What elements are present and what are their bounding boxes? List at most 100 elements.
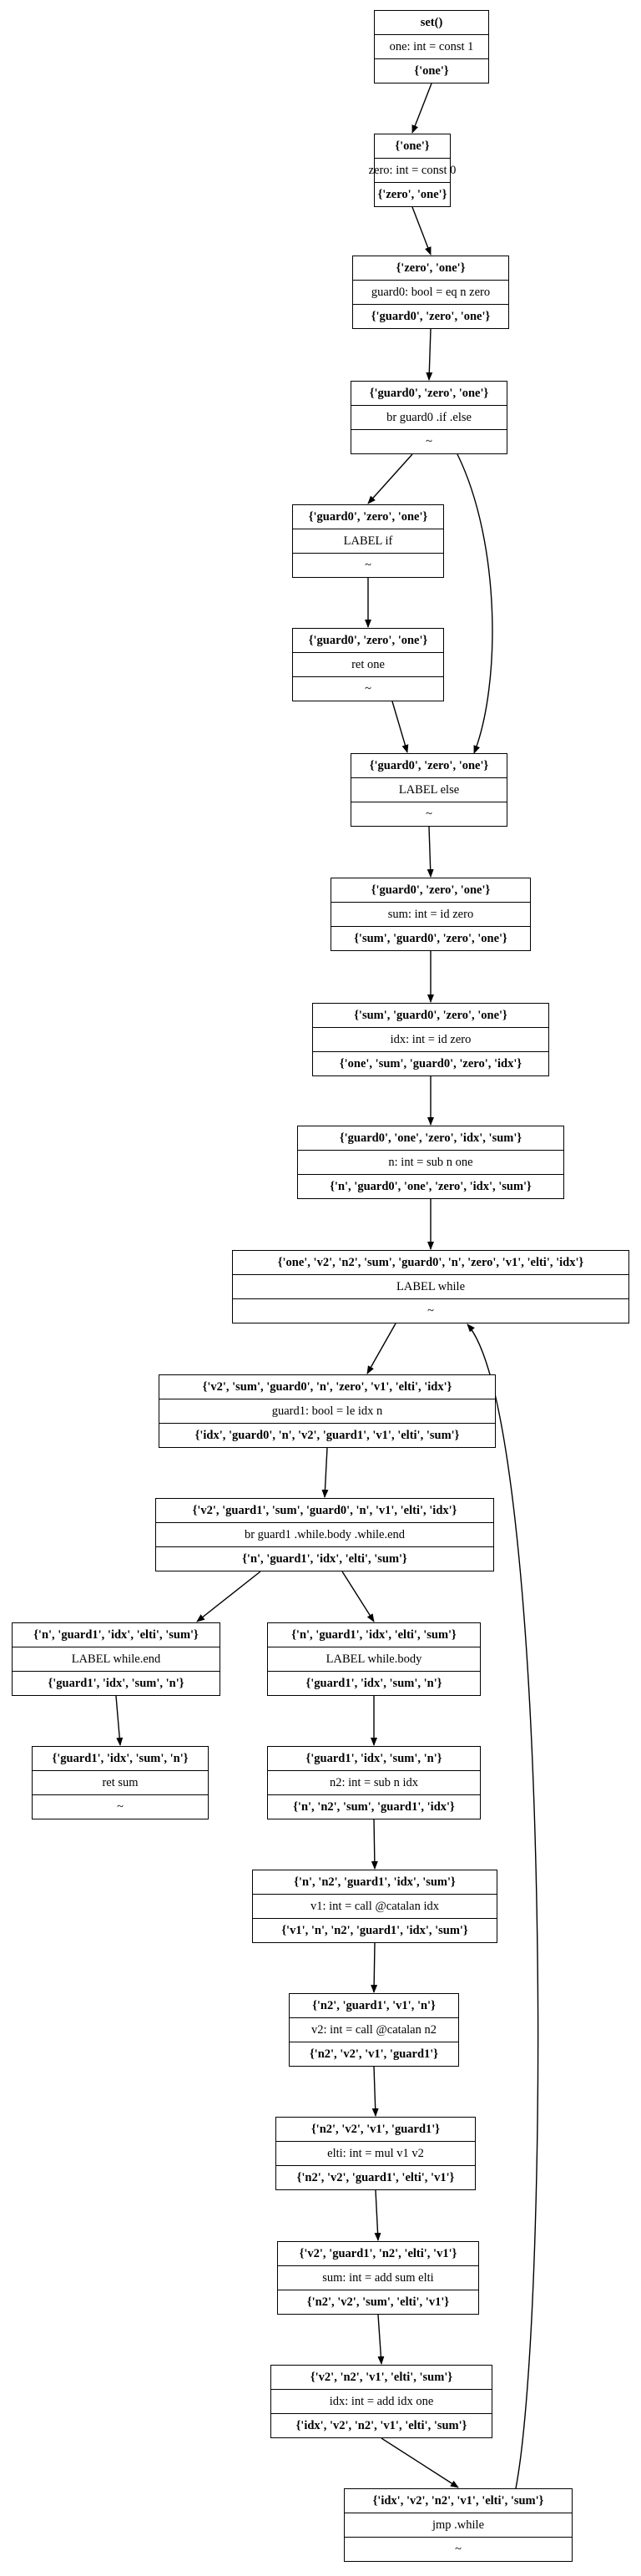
- node-live-in: {'guard0', 'zero', 'one'}: [308, 633, 428, 647]
- node-live-out: ~: [293, 553, 443, 577]
- edge-n21-to-n22: [381, 2437, 459, 2488]
- edge-n17-to-n18: [371, 1942, 378, 1993]
- node-live-out: ~: [293, 676, 443, 701]
- node-instruction: jmp .while: [345, 2513, 572, 2537]
- cfg-node-n0: set() one: int = const 1{'one'}: [374, 10, 489, 84]
- node-instruction: elti: int = mul v1 v2: [276, 2141, 475, 2165]
- node-instruction: n2: int = sub n idx: [268, 1770, 480, 1794]
- node-instruction: one: int = const 1: [375, 34, 488, 58]
- node-live-out: ~: [351, 802, 507, 826]
- node-live-in: {'v2', 'sum', 'guard0', 'n', 'zero', 'v1…: [202, 1379, 452, 1394]
- node-instruction: idx: int = id zero: [313, 1027, 548, 1051]
- node-live-out: {'n2', 'v2', 'v1', 'guard1'}: [290, 2042, 458, 2066]
- node-live-out: {'idx', 'v2', 'n2', 'v1', 'elti', 'sum'}: [271, 2413, 492, 2437]
- node-instruction: ret sum: [33, 1770, 208, 1794]
- cfg-node-n17: {'n', 'n2', 'guard1', 'idx', 'sum'} v1: i…: [252, 1870, 497, 1943]
- cfg-node-n22: {'idx', 'v2', 'n2', 'v1', 'elti', 'sum'}…: [344, 2488, 573, 2562]
- cfg-node-n11: {'v2', 'sum', 'guard0', 'n', 'zero', 'v1…: [159, 1374, 496, 1448]
- edge-n5-to-n6: [391, 701, 409, 753]
- node-live-out: ~: [345, 2537, 572, 2561]
- cfg-node-n21: {'v2', 'n2', 'v1', 'elti', 'sum'}idx: in…: [270, 2365, 492, 2438]
- node-live-out: {'one', 'sum', 'guard0', 'zero', 'idx'}: [313, 1051, 548, 1075]
- node-live-in: {'v2', 'guard1', 'n2', 'elti', 'v1'}: [299, 2246, 457, 2260]
- node-instruction: sum: int = id zero: [331, 902, 530, 926]
- node-live-in: {'n2', 'v2', 'v1', 'guard1'}: [310, 2122, 441, 2136]
- edge-n12-to-n13: [196, 1571, 261, 1622]
- node-live-in: {'guard1', 'idx', 'sum', 'n'}: [52, 1751, 189, 1765]
- node-instruction: v2: int = call @catalan n2: [290, 2017, 458, 2042]
- node-instruction: br guard1 .while.body .while.end: [156, 1522, 493, 1546]
- edge-n10-to-n11: [366, 1323, 396, 1374]
- node-live-out: {'guard1', 'idx', 'sum', 'n'}: [13, 1671, 220, 1695]
- node-live-in: {'guard0', 'zero', 'one'}: [308, 509, 428, 524]
- node-instruction: LABEL else: [351, 777, 507, 802]
- cfg-node-n15: {'guard1', 'idx', 'sum', 'n'} ret sum~: [32, 1746, 209, 1819]
- node-live-out: {'one'}: [375, 58, 488, 83]
- node-instruction: zero: int = const 0: [369, 158, 456, 182]
- cfg-node-n7: {'guard0', 'zero', 'one'}sum: int = id z…: [331, 878, 531, 951]
- node-live-in: {'v2', 'guard1', 'sum', 'guard0', 'n', '…: [192, 1503, 457, 1517]
- node-live-in: {'n', 'n2', 'guard1', 'idx', 'sum'}: [294, 1875, 456, 1889]
- node-live-in: {'guard0', 'one', 'zero', 'idx', 'sum'}: [339, 1131, 522, 1145]
- cfg-node-n2: {'zero', 'one'} guard0: bool = eq n zero{…: [352, 256, 509, 329]
- cfg-node-n10: {'one', 'v2', 'n2', 'sum', 'guard0', 'n'…: [232, 1250, 629, 1323]
- edge-n11-to-n12: [321, 1447, 329, 1498]
- node-live-in: {'v2', 'n2', 'v1', 'elti', 'sum'}: [310, 2370, 453, 2384]
- cfg-node-n12: {'v2', 'guard1', 'sum', 'guard0', 'n', '…: [155, 1498, 494, 1571]
- node-live-out: {'sum', 'guard0', 'zero', 'one'}: [331, 926, 530, 950]
- cfg-node-n9: {'guard0', 'one', 'zero', 'idx', 'sum'} n…: [297, 1126, 564, 1199]
- node-instruction: guard0: bool = eq n zero: [353, 280, 508, 304]
- node-live-in: {'sum', 'guard0', 'zero', 'one'}: [354, 1008, 507, 1022]
- node-instruction: sum: int = add sum elti: [278, 2265, 478, 2290]
- cfg-node-n18: {'n2', 'guard1', 'v1', 'n'} v2: int = cal…: [289, 1993, 459, 2067]
- node-instruction: v1: int = call @catalan idx: [253, 1894, 497, 1918]
- edge-n16-to-n17: [371, 1819, 378, 1870]
- node-live-in: {'n2', 'guard1', 'v1', 'n'}: [312, 1998, 436, 2012]
- node-live-out: {'n', 'n2', 'sum', 'guard1', 'idx'}: [268, 1794, 480, 1819]
- cfg-node-n8: {'sum', 'guard0', 'zero', 'one'} idx: int…: [312, 1003, 549, 1076]
- node-live-in: set(): [420, 15, 443, 29]
- cfg-node-n19: {'n2', 'v2', 'v1', 'guard1'} elti: int = …: [275, 2117, 476, 2190]
- edge-n1-to-n2: [411, 206, 432, 256]
- node-live-in: {'one'}: [395, 139, 430, 153]
- cfg-node-n1: {'one'} zero: int = const 0{'zero', 'one'…: [369, 134, 456, 207]
- node-live-in: {'zero', 'one'}: [396, 261, 466, 275]
- node-live-out: {'guard1', 'idx', 'sum', 'n'}: [268, 1671, 480, 1695]
- node-live-out: {'n2', 'v2', 'guard1', 'elti', 'v1'}: [276, 2165, 475, 2189]
- node-instruction: n: int = sub n one: [298, 1150, 563, 1174]
- cfg-node-n13: {'n', 'guard1', 'idx', 'elti', 'sum'} LAB…: [12, 1622, 220, 1696]
- node-instruction: br guard0 .if .else: [351, 405, 507, 429]
- cfg-node-n5: {'guard0', 'zero', 'one'} ret one~: [292, 628, 444, 701]
- cfg-node-n6: {'guard0', 'zero', 'one'}LABEL else~: [351, 753, 507, 827]
- node-live-in: {'idx', 'v2', 'n2', 'v1', 'elti', 'sum'}: [372, 2493, 544, 2508]
- node-live-out: ~: [33, 1794, 208, 1819]
- node-live-out: {'zero', 'one'}: [375, 182, 450, 206]
- node-live-out: {'n', 'guard0', 'one', 'zero', 'idx', 's…: [298, 1174, 563, 1198]
- node-live-in: {'one', 'v2', 'n2', 'sum', 'guard0', 'n'…: [277, 1255, 584, 1269]
- edge-n3-to-n6: [457, 453, 493, 754]
- node-instruction: guard1: bool = le idx n: [159, 1399, 495, 1423]
- node-instruction: LABEL while: [233, 1274, 628, 1298]
- edge-n6-to-n7: [426, 826, 434, 878]
- node-live-out: {'idx', 'guard0', 'n', 'v2', 'guard1', '…: [159, 1423, 495, 1447]
- node-live-out: ~: [351, 429, 507, 453]
- edge-n12-to-n14: [341, 1571, 375, 1622]
- node-live-in: {'guard0', 'zero', 'one'}: [369, 386, 489, 400]
- cfg-node-n14: {'n', 'guard1', 'idx', 'elti', 'sum'}LAB…: [267, 1622, 481, 1696]
- node-live-in: {'guard1', 'idx', 'sum', 'n'}: [305, 1751, 442, 1765]
- node-instruction: LABEL while.end: [13, 1647, 220, 1671]
- node-instruction: LABEL if: [293, 529, 443, 553]
- cfg-node-n4: {'guard0', 'zero', 'one'} LABEL if~: [292, 504, 444, 578]
- node-instruction: LABEL while.body: [268, 1647, 480, 1671]
- node-live-in: {'n', 'guard1', 'idx', 'elti', 'sum'}: [33, 1627, 199, 1642]
- edge-n22-to-n10: [467, 1323, 539, 2489]
- node-live-out: {'n', 'guard1', 'idx', 'elti', 'sum'}: [156, 1546, 493, 1571]
- node-live-out: {'guard0', 'zero', 'one'}: [353, 304, 508, 328]
- cfg-node-n3: {'guard0', 'zero', 'one'} br guard0 .if .…: [351, 381, 507, 454]
- node-live-out: ~: [233, 1298, 628, 1323]
- node-live-out: {'v1', 'n', 'n2', 'guard1', 'idx', 'sum'…: [253, 1918, 497, 1942]
- node-instruction: ret one: [293, 652, 443, 676]
- edge-n2-to-n3: [426, 328, 433, 381]
- edge-n18-to-n19: [371, 2066, 379, 2117]
